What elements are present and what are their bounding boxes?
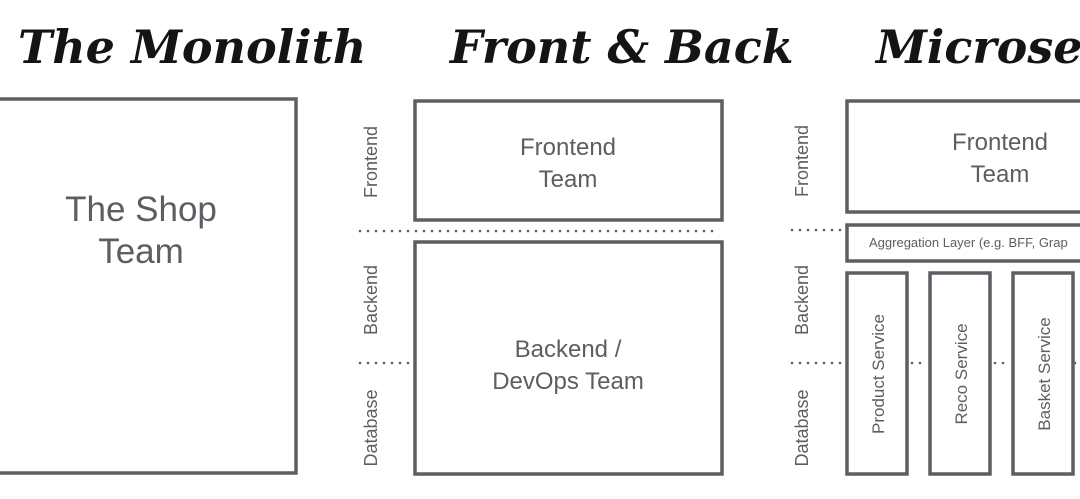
backend-devops-team-box [413,240,724,476]
ms-layer-label-backend: Backend [792,265,812,335]
shop-team-label-line1: The Shop [65,190,217,229]
basket-service-box [1011,271,1075,476]
frontend-team-label-line2: Team [539,166,598,193]
monolith-section: The Monolith The Shop Team [0,20,366,475]
microservices-title: Microservic [874,20,1080,74]
layer-label-backend: Backend [361,265,381,335]
shop-team-label-line2: Team [98,232,184,271]
product-service-box [845,271,909,476]
basket-service-label: Basket Service [1035,317,1054,430]
ms-frontend-team-label-line1: Frontend [952,129,1048,156]
layer-label-frontend: Frontend [361,126,381,198]
frontend-team-label-line1: Frontend [520,134,616,161]
aggregation-layer-label: Aggregation Layer (e.g. BFF, Grap [869,235,1068,250]
front-back-title: Front & Back [448,20,794,74]
monolith-title: The Monolith [18,20,366,74]
ms-frontend-team-label-line2: Team [971,161,1030,188]
front-back-section: Front & Back Frontend Backend Database F… [358,20,794,476]
frontend-team-box [413,99,724,222]
ms-layer-label-frontend: Frontend [792,125,812,197]
backend-team-label-line2: DevOps Team [492,368,644,395]
layer-label-database: Database [361,389,381,466]
aggregation-layer-box [845,223,1080,263]
backend-team-label-line1: Backend / [515,336,622,363]
microservices-section: Microservic Frontend Backend Database Fr… [790,20,1080,476]
reco-service-label: Reco Service [952,323,971,424]
reco-service-box [928,271,992,476]
shop-team-box [0,97,298,475]
product-service-label: Product Service [869,314,888,434]
ms-layer-label-database: Database [792,389,812,466]
ms-frontend-team-box [845,99,1080,214]
